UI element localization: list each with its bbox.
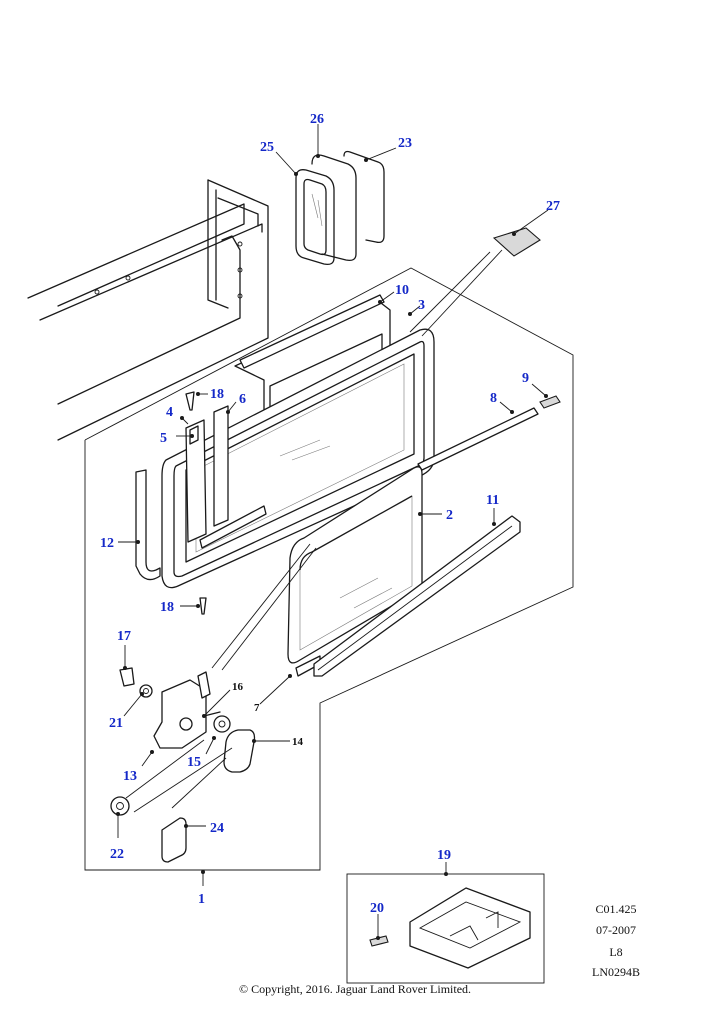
reference-level: L8 [609, 945, 622, 959]
callout-4: 4 [166, 405, 173, 420]
callout-18-upper: 18 [210, 387, 224, 402]
reference-code: C01.425 [595, 902, 636, 916]
reference-drawing: LN0294B [592, 965, 640, 979]
callout-labels: 1 2 3 4 5 6 7 8 9 10 11 12 13 14 15 16 1… [100, 112, 560, 916]
stop-block [539, 395, 561, 409]
pad-27 [492, 227, 541, 257]
reference-block: C01.425 07-2007 L8 LN0294B [592, 902, 640, 979]
callout-7: 7 [254, 702, 260, 714]
callout-18-lower: 18 [160, 600, 174, 615]
bushing-22 [110, 796, 130, 816]
leader-dots [116, 154, 548, 940]
callout-5: 5 [160, 431, 167, 446]
callout-26: 26 [310, 112, 324, 127]
callout-25: 25 [260, 140, 274, 155]
callout-27: 27 [546, 199, 560, 214]
vehicle-body-panel [27, 179, 269, 441]
screw-17 [119, 667, 135, 687]
copyright-notice: © Copyright, 2016. Jaguar Land Rover Lim… [239, 982, 471, 996]
sliding-glass [287, 466, 423, 677]
callout-24: 24 [210, 821, 224, 836]
window-frame-main [161, 328, 435, 589]
callout-19: 19 [437, 848, 451, 863]
callout-20: 20 [370, 901, 384, 916]
callout-9: 9 [522, 371, 529, 386]
callout-12: 12 [100, 536, 114, 551]
callout-8: 8 [490, 391, 497, 406]
screw-18-upper [185, 391, 195, 411]
callout-15: 15 [187, 755, 201, 770]
leader-lines [117, 124, 549, 938]
assembly-outline [84, 267, 574, 871]
callout-1: 1 [198, 892, 205, 907]
callout-22: 22 [110, 847, 124, 862]
callout-10: 10 [395, 283, 409, 298]
plate-24 [161, 817, 187, 863]
callout-23: 23 [398, 136, 412, 151]
callout-2: 2 [446, 508, 453, 523]
upper-strip [417, 407, 539, 471]
callout-17: 17 [117, 629, 131, 644]
callout-21: 21 [109, 716, 123, 731]
cover-14 [223, 729, 256, 773]
kit-tray [409, 887, 531, 969]
channel-pieces [185, 405, 267, 549]
seal-strip-12 [135, 469, 161, 581]
callout-6: 6 [239, 392, 246, 407]
seal-loops-top [295, 150, 385, 266]
latch-assembly [153, 671, 221, 749]
callout-14: 14 [292, 736, 304, 748]
callout-3: 3 [418, 298, 425, 313]
reference-date: 07-2007 [596, 923, 636, 937]
kit-item-20 [369, 935, 389, 947]
callout-16: 16 [232, 681, 244, 693]
screw-18-lower [199, 597, 207, 615]
callout-11: 11 [486, 493, 499, 508]
callout-13: 13 [123, 769, 137, 784]
bushing-15 [213, 715, 231, 733]
